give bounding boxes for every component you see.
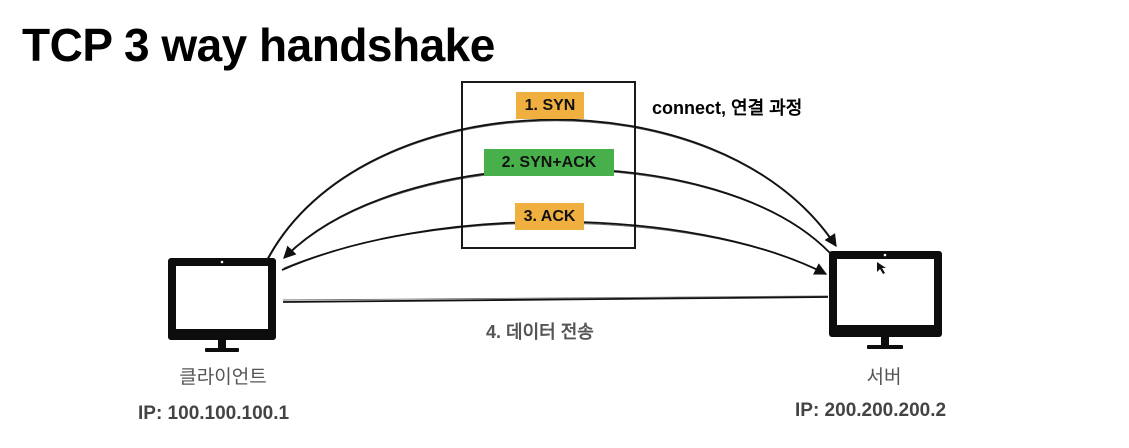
- server-label: 서버: [866, 367, 902, 388]
- syn-label: 1. SYN: [516, 92, 584, 119]
- syn-arrow: [265, 118, 837, 263]
- syn-ack-label: 2. SYN+ACK: [484, 149, 614, 176]
- client-ip: IP: 100.100.100.1: [138, 403, 290, 424]
- ack-label: 3. ACK: [515, 203, 584, 230]
- server-monitor-icon: [829, 251, 942, 349]
- client-monitor-icon: [168, 258, 276, 352]
- server-ip: IP: 200.200.200.2: [795, 400, 947, 421]
- data-transfer-label: 4. 데이터 전송: [486, 322, 594, 342]
- connect-note: connect, 연결 과정: [652, 98, 803, 118]
- cursor-icon: [877, 262, 886, 274]
- page-title: TCP 3 way handshake: [22, 19, 495, 71]
- client-label: 클라이언트: [179, 367, 267, 388]
- handshake-box: [461, 81, 636, 249]
- data-transfer-line: [282, 296, 829, 303]
